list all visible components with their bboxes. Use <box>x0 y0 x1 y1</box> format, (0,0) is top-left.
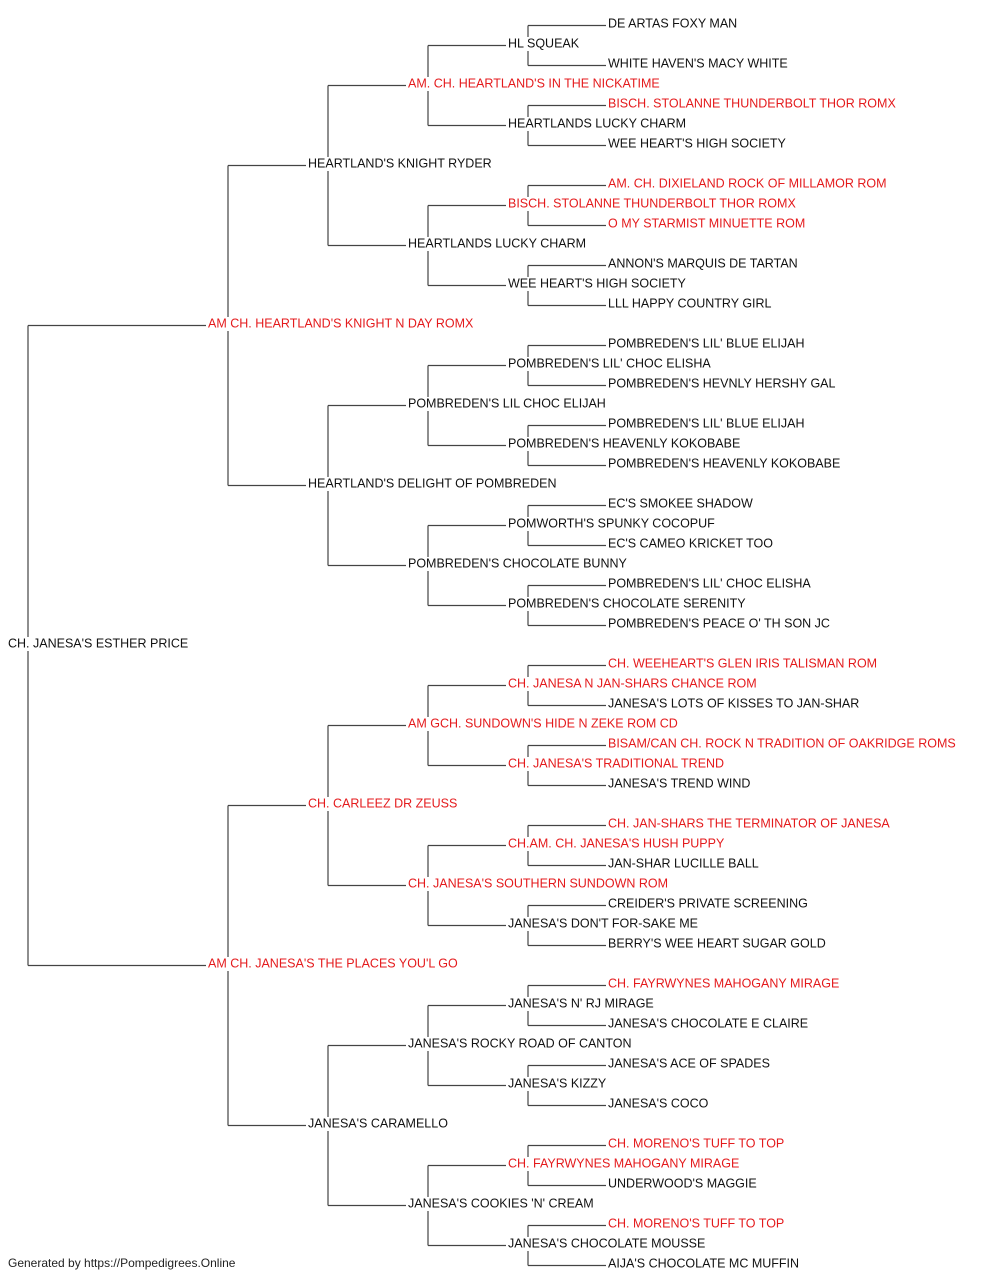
pedigree-entry-subject-dam-dam-sire-dam-dam: JANESA'S COCO <box>608 1096 709 1110</box>
pedigree-entry-subject-dam-sire: CH. CARLEEZ DR ZEUSS <box>308 796 457 810</box>
pedigree-entry-subject-dam-dam-dam-sire-sire: CH. MORENO'S TUFF TO TOP <box>608 1136 784 1150</box>
pedigree-entry-subject-sire-dam-sire-dam-dam: POMBREDEN'S HEAVENLY KOKOBABE <box>608 456 840 470</box>
pedigree-entry-subject-dam-sire-sire-dam-sire: BISAM/CAN CH. ROCK N TRADITION OF OAKRID… <box>608 736 956 750</box>
pedigree-entry-subject-sire-dam-sire-sire-sire: POMBREDEN'S LIL' BLUE ELIJAH <box>608 336 805 350</box>
pedigree-entry-subject-sire-dam-dam-sire: POMWORTH'S SPUNKY COCOPUF <box>508 516 715 530</box>
pedigree-entry-subject-dam-sire-dam-sire-sire: CH. JAN-SHARS THE TERMINATOR OF JANESA <box>608 816 890 830</box>
pedigree-entry-subject-dam-dam-sire-sire: JANESA'S N' RJ MIRAGE <box>508 996 654 1010</box>
pedigree-entry-subject-dam-dam-sire-sire-sire: CH. FAYRWYNES MAHOGANY MIRAGE <box>608 976 839 990</box>
pedigree-entry-subject-sire-sire-dam-sire-sire: AM. CH. DIXIELAND ROCK OF MILLAMOR ROM <box>608 176 887 190</box>
pedigree-entry-subject-sire-sire-sire: AM. CH. HEARTLAND'S IN THE NICKATIME <box>408 76 660 90</box>
pedigree-entry-subject-sire-dam-dam-sire-dam: EC'S CAMEO KRICKET TOO <box>608 536 773 550</box>
pedigree-entry-subject-sire-dam-dam-dam: POMBREDEN'S CHOCOLATE SERENITY <box>508 596 746 610</box>
pedigree-entry-subject-dam-dam-dam-dam-sire: CH. MORENO'S TUFF TO TOP <box>608 1216 784 1230</box>
pedigree-entry-subject-sire-sire-sire-sire: HL SQUEAK <box>508 36 580 50</box>
pedigree-entry-subject-dam-dam-dam-sire-dam: UNDERWOOD'S MAGGIE <box>608 1176 757 1190</box>
pedigree-entry-subject-sire-sire-sire-sire-dam: WHITE HAVEN'S MACY WHITE <box>608 56 788 70</box>
pedigree-entry-subject-dam-sire-dam-dam: JANESA'S DON'T FOR-SAKE ME <box>508 916 698 930</box>
pedigree-entry-subject-dam-sire-sire-sire-sire: CH. WEEHEART'S GLEN IRIS TALISMAN ROM <box>608 656 877 670</box>
pedigree-entry-subject-sire-dam-dam-sire-sire: EC'S SMOKEE SHADOW <box>608 496 753 510</box>
pedigree-entry-subject-dam-dam: JANESA'S CARAMELLO <box>308 1116 448 1130</box>
pedigree-entry-subject-dam-sire-dam-dam-sire: CREIDER'S PRIVATE SCREENING <box>608 896 808 910</box>
pedigree-entry-subject-dam-dam-sire-sire-dam: JANESA'S CHOCOLATE E CLAIRE <box>608 1016 808 1030</box>
pedigree-entry-subject-sire-sire-sire-dam-sire: BISCH. STOLANNE THUNDERBOLT THOR ROMX <box>608 96 896 110</box>
pedigree-entry-subject-dam-sire-sire-dam-dam: JANESA'S TREND WIND <box>608 776 750 790</box>
pedigree-entry-subject-sire: AM CH. HEARTLAND'S KNIGHT N DAY ROMX <box>208 316 474 330</box>
pedigree-entry-subject-sire-dam-dam: POMBREDEN'S CHOCOLATE BUNNY <box>408 556 628 570</box>
pedigree-entry-subject-dam-dam-dam-dam-dam: AIJA'S CHOCOLATE MC MUFFIN <box>608 1256 799 1270</box>
pedigree-entry-subject-sire-sire-sire-dam: HEARTLANDS LUCKY CHARM <box>508 116 686 130</box>
pedigree-entry-subject-sire-sire-dam-dam-dam: LLL HAPPY COUNTRY GIRL <box>608 296 772 310</box>
pedigree-entry-subject-dam-dam-sire: JANESA'S ROCKY ROAD OF CANTON <box>408 1036 632 1050</box>
pedigree-entry-subject-sire-dam-sire-sire: POMBREDEN'S LIL' CHOC ELISHA <box>508 356 711 370</box>
pedigree-entry-subject-dam-sire-sire-dam: CH. JANESA'S TRADITIONAL TREND <box>508 756 724 770</box>
pedigree-entry-subject-dam-dam-sire-dam: JANESA'S KIZZY <box>508 1076 607 1090</box>
pedigree-entry-subject-dam-dam-dam-dam: JANESA'S CHOCOLATE MOUSSE <box>508 1236 705 1250</box>
pedigree-entry-subject-dam-sire-sire: AM GCH. SUNDOWN'S HIDE N ZEKE ROM CD <box>408 716 678 730</box>
footer-credit: Generated by https://Pompedigrees.Online <box>8 1256 236 1270</box>
pedigree-entry-subject-sire-sire-dam-dam-sire: ANNON'S MARQUIS DE TARTAN <box>608 256 798 270</box>
pedigree-entry-subject-sire-sire-dam-sire-dam: O MY STARMIST MINUETTE ROM <box>608 216 805 230</box>
pedigree-entry-subject-sire-sire-dam-dam: WEE HEART'S HIGH SOCIETY <box>508 276 687 290</box>
pedigree-entry-subject-sire-sire-sire-sire-sire: DE ARTAS FOXY MAN <box>608 16 737 30</box>
pedigree-entry-subject-sire-dam: HEARTLAND'S DELIGHT OF POMBREDEN <box>308 476 557 490</box>
pedigree-entry-subject-sire-sire-sire-dam-dam: WEE HEART'S HIGH SOCIETY <box>608 136 787 150</box>
pedigree-entry-subject-dam-sire-dam: CH. JANESA'S SOUTHERN SUNDOWN ROM <box>408 876 668 890</box>
pedigree-entry-subject-dam-sire-dam-sire: CH.AM. CH. JANESA'S HUSH PUPPY <box>508 836 725 850</box>
pedigree-entry-subject-dam-dam-dam: JANESA'S COOKIES 'N' CREAM <box>408 1196 594 1210</box>
pedigree-entry-subject-sire-sire-dam-sire: BISCH. STOLANNE THUNDERBOLT THOR ROMX <box>508 196 796 210</box>
pedigree-entry-subject-sire-dam-sire-sire-dam: POMBREDEN'S HEVNLY HERSHY GAL <box>608 376 836 390</box>
pedigree-entry-subject-dam-dam-sire-dam-sire: JANESA'S ACE OF SPADES <box>608 1056 770 1070</box>
pedigree-entry-subject-dam-sire-sire-sire: CH. JANESA N JAN-SHARS CHANCE ROM <box>508 676 757 690</box>
pedigree-entry-subject-sire-dam-dam-dam-dam: POMBREDEN'S PEACE O' TH SON JC <box>608 616 830 630</box>
pedigree-entry-subject-dam-sire-dam-sire-dam: JAN-SHAR LUCILLE BALL <box>608 856 759 870</box>
pedigree-entry-subject-dam: AM CH. JANESA'S THE PLACES YOU'L GO <box>208 956 458 970</box>
pedigree-entry-subject-sire-sire-dam: HEARTLANDS LUCKY CHARM <box>408 236 586 250</box>
pedigree-entry-subject-sire-dam-sire-dam-sire: POMBREDEN'S LIL' BLUE ELIJAH <box>608 416 805 430</box>
pedigree-entry-subject-dam-sire-dam-dam-dam: BERRY'S WEE HEART SUGAR GOLD <box>608 936 826 950</box>
pedigree-entry-subject-sire-dam-sire-dam: POMBREDEN'S HEAVENLY KOKOBABE <box>508 436 740 450</box>
pedigree-entry-subject-dam-dam-dam-sire: CH. FAYRWYNES MAHOGANY MIRAGE <box>508 1156 739 1170</box>
pedigree-entry-subject: CH. JANESA'S ESTHER PRICE <box>8 636 188 650</box>
pedigree-entry-subject-sire-sire: HEARTLAND'S KNIGHT RYDER <box>308 156 492 170</box>
pedigree-entry-subject-dam-sire-sire-sire-dam: JANESA'S LOTS OF KISSES TO JAN-SHAR <box>608 696 859 710</box>
pedigree-entry-subject-sire-dam-dam-dam-sire: POMBREDEN'S LIL' CHOC ELISHA <box>608 576 811 590</box>
pedigree-entry-subject-sire-dam-sire: POMBREDEN'S LIL CHOC ELIJAH <box>408 396 606 410</box>
